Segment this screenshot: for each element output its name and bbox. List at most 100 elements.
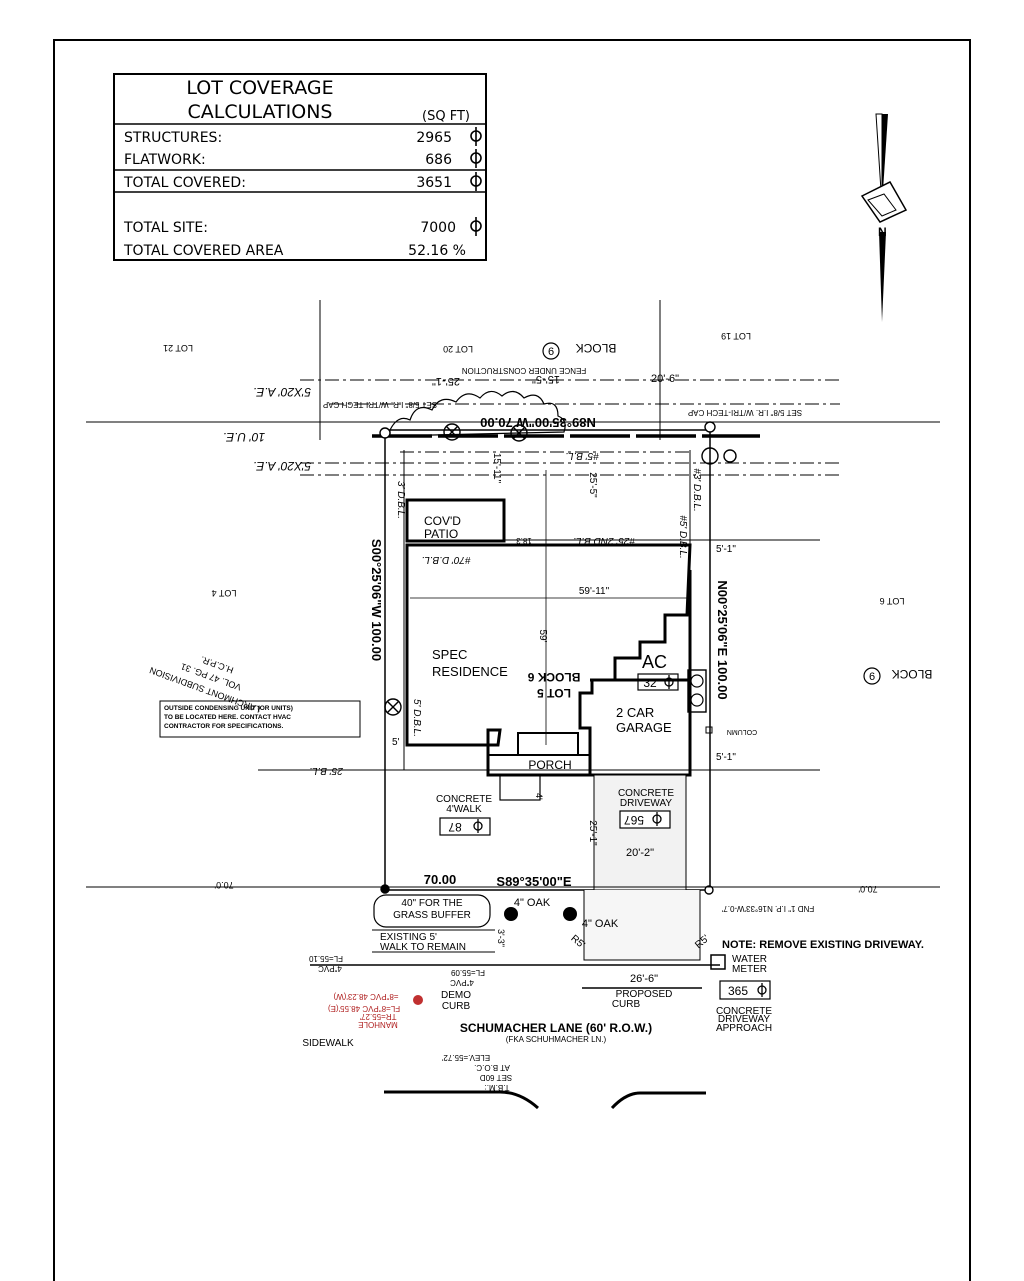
approach-label-3: APPROACH xyxy=(716,1023,772,1034)
bl-25-2nd: #25' 2ND B.L. xyxy=(573,535,635,546)
top-bearing: N89°35'00"W 70.00 xyxy=(480,415,596,430)
fl-left-pipe: 4"PVC xyxy=(318,964,342,973)
patio-label-1: COV'D xyxy=(424,514,461,528)
sidewalk-label: SIDEWALK xyxy=(302,1038,354,1049)
porch-label: PORCH xyxy=(528,758,571,772)
table-unit: (SQ FT) xyxy=(422,109,470,124)
table-title-line1: LOT COVERAGE xyxy=(186,77,333,99)
dim-15-5: 15'-5" xyxy=(532,373,560,385)
residence-label-2: RESIDENCE xyxy=(432,664,508,679)
walk-remain-2: WALK TO REMAIN xyxy=(380,942,466,953)
driveway-note: NOTE: REMOVE EXISTING DRIVEWAY. xyxy=(722,939,924,951)
water-meter-1: WATER xyxy=(732,954,767,965)
block6-top-num: 6 xyxy=(548,346,554,358)
fl-left: FL=55.10 xyxy=(308,954,343,963)
hvac-note-1: OUTSIDE CONDENSING UNIT (OR UNITS) xyxy=(164,705,293,712)
dbl-3: 3' D.B.L. xyxy=(395,481,406,519)
tbm-3: AT B.O.C. xyxy=(474,1063,510,1072)
sheet-border xyxy=(53,39,971,1281)
hvac-note-2: TO BE LOCATED HERE. CONTACT HVAC xyxy=(164,714,291,721)
dim-5-1-top: 5'-1" xyxy=(716,544,736,555)
manhole-4: =8"PVC 48.23'(W) xyxy=(333,992,398,1001)
north-letter: N xyxy=(878,225,887,239)
right-bearing: N00°25'06"E 100.00 xyxy=(715,580,730,699)
row-label-total-covered: TOTAL COVERED: xyxy=(123,175,246,191)
manhole-1: MANHOLE xyxy=(358,1020,398,1029)
lot5-label: LOT 5 xyxy=(537,686,571,700)
dbl-5-right: #5' D.B.L. xyxy=(677,515,688,559)
dim-20-2: 20'-2" xyxy=(626,847,654,859)
manhole-3: FL=8"PVC 48.55'(E) xyxy=(328,1004,401,1013)
walk-remain-1: EXISTING 5' xyxy=(380,932,437,943)
dim-25-1b: 25'-1" xyxy=(587,820,598,846)
dbl-70: #70' D.B.L. xyxy=(421,554,470,565)
street-fka: (FKA SCHUHMACHER LN.) xyxy=(506,1035,607,1044)
walk-area: 87 xyxy=(448,820,462,834)
left-bearing: S00°25'06"W 100.00 xyxy=(369,539,384,661)
ac-area: 32 xyxy=(643,676,657,690)
patio-label-2: PATIO xyxy=(424,527,458,541)
lot20-label: LOT 20 xyxy=(443,344,473,354)
bottom-bearing: S89°35'00"E xyxy=(496,874,572,889)
row-label-structures: STRUCTURES: xyxy=(124,130,222,146)
dim-25-1: 25'-1" xyxy=(432,375,460,387)
manhole-icon xyxy=(413,995,423,1005)
bl-5-top: #5' B.L. xyxy=(565,450,599,461)
cap-right: SET 5/8" I.R. W/TRI-TECH CAP xyxy=(688,408,802,417)
water-meter-2: METER xyxy=(732,964,767,975)
dbl-3-right: #3' D.B.L. xyxy=(691,468,702,512)
row-label-flatwork: FLATWORK: xyxy=(124,152,206,168)
row-value-total-covered-area: 52.16 % xyxy=(408,243,466,259)
row-value-total-site: 7000 xyxy=(420,220,456,236)
row-value-flatwork: 686 xyxy=(425,152,452,168)
fence-note: FENCE UNDER CONSTRUCTION xyxy=(462,366,587,375)
dim-3-3: 3'-3" xyxy=(496,929,506,947)
north-arrow-icon: N xyxy=(860,113,908,322)
covered-patio xyxy=(405,498,506,543)
cap-left: SET 5/8" I.R. W/TRI-TECH CAP xyxy=(323,400,437,409)
dim-20-6: 20'-6" xyxy=(651,373,679,385)
line70-right: 70.0' xyxy=(858,884,878,894)
dim-4: 4' xyxy=(534,793,544,800)
demo-curb-1: DEMO xyxy=(441,990,471,1001)
walk-label-1: CONCRETE xyxy=(436,794,492,805)
dim-18-3: 18.3 xyxy=(516,536,532,545)
dim-59: 59' xyxy=(537,629,548,642)
street-name: SCHUMACHER LANE (60' R.O.W.) xyxy=(460,1021,652,1035)
approach-label-2: DRIVEWAY xyxy=(718,1014,771,1025)
bottom-distance: 70.00 xyxy=(424,872,457,887)
manhole-2: TR=55.27' xyxy=(359,1012,396,1021)
residence-outline xyxy=(405,543,692,777)
easement-ue: 10' U.E. xyxy=(223,430,265,444)
lot6-label: LOT 6 xyxy=(880,596,905,606)
approach-label-1: CONCRETE xyxy=(716,1006,772,1017)
lot4-label: LOT 4 xyxy=(212,588,237,598)
oak-tree-icon xyxy=(504,907,518,921)
line70-left: 70.0' xyxy=(214,880,234,890)
block6-top-label: BLOCK xyxy=(576,341,617,355)
garage-label-1: 2 CAR xyxy=(616,705,654,720)
dim-5-1-bottom: 5'-1" xyxy=(716,752,736,763)
hvac-note-3: CONTRACTOR FOR SPECIFICATIONS. xyxy=(164,723,283,730)
residence-label-1: SPEC xyxy=(432,647,467,662)
proposed-curb-2: CURB xyxy=(612,999,641,1010)
driveway-label-1: CONCRETE xyxy=(618,788,674,799)
proposed-curb-1: PROPOSED xyxy=(616,989,673,1000)
block6-right-num: 6 xyxy=(869,671,875,683)
block6-right-label: BLOCK xyxy=(892,667,933,681)
tbm-curb-left xyxy=(384,1090,539,1110)
dim-59-11: 59'-11" xyxy=(579,586,610,597)
water-meter-icon xyxy=(710,954,726,970)
dim-25-5: 25'-5" xyxy=(587,472,598,498)
grass-label-1: 40" FOR THE xyxy=(401,898,462,909)
row-label-total-site: TOTAL SITE: xyxy=(123,220,208,236)
table-title-line2: CALCULATIONS xyxy=(187,101,332,123)
block6-label: BLOCK 6 xyxy=(527,670,580,684)
ac-label: AC xyxy=(642,652,667,672)
tbm-curb-right xyxy=(610,1091,706,1110)
easement-bottom: 5'X20' A.E. xyxy=(253,459,311,473)
tbm-4: ELEV.=55.72' xyxy=(441,1053,490,1062)
tree-canopy xyxy=(389,390,566,437)
pl-symbol-icons xyxy=(470,127,482,236)
fl-mid: FL=55.09 xyxy=(450,968,485,977)
